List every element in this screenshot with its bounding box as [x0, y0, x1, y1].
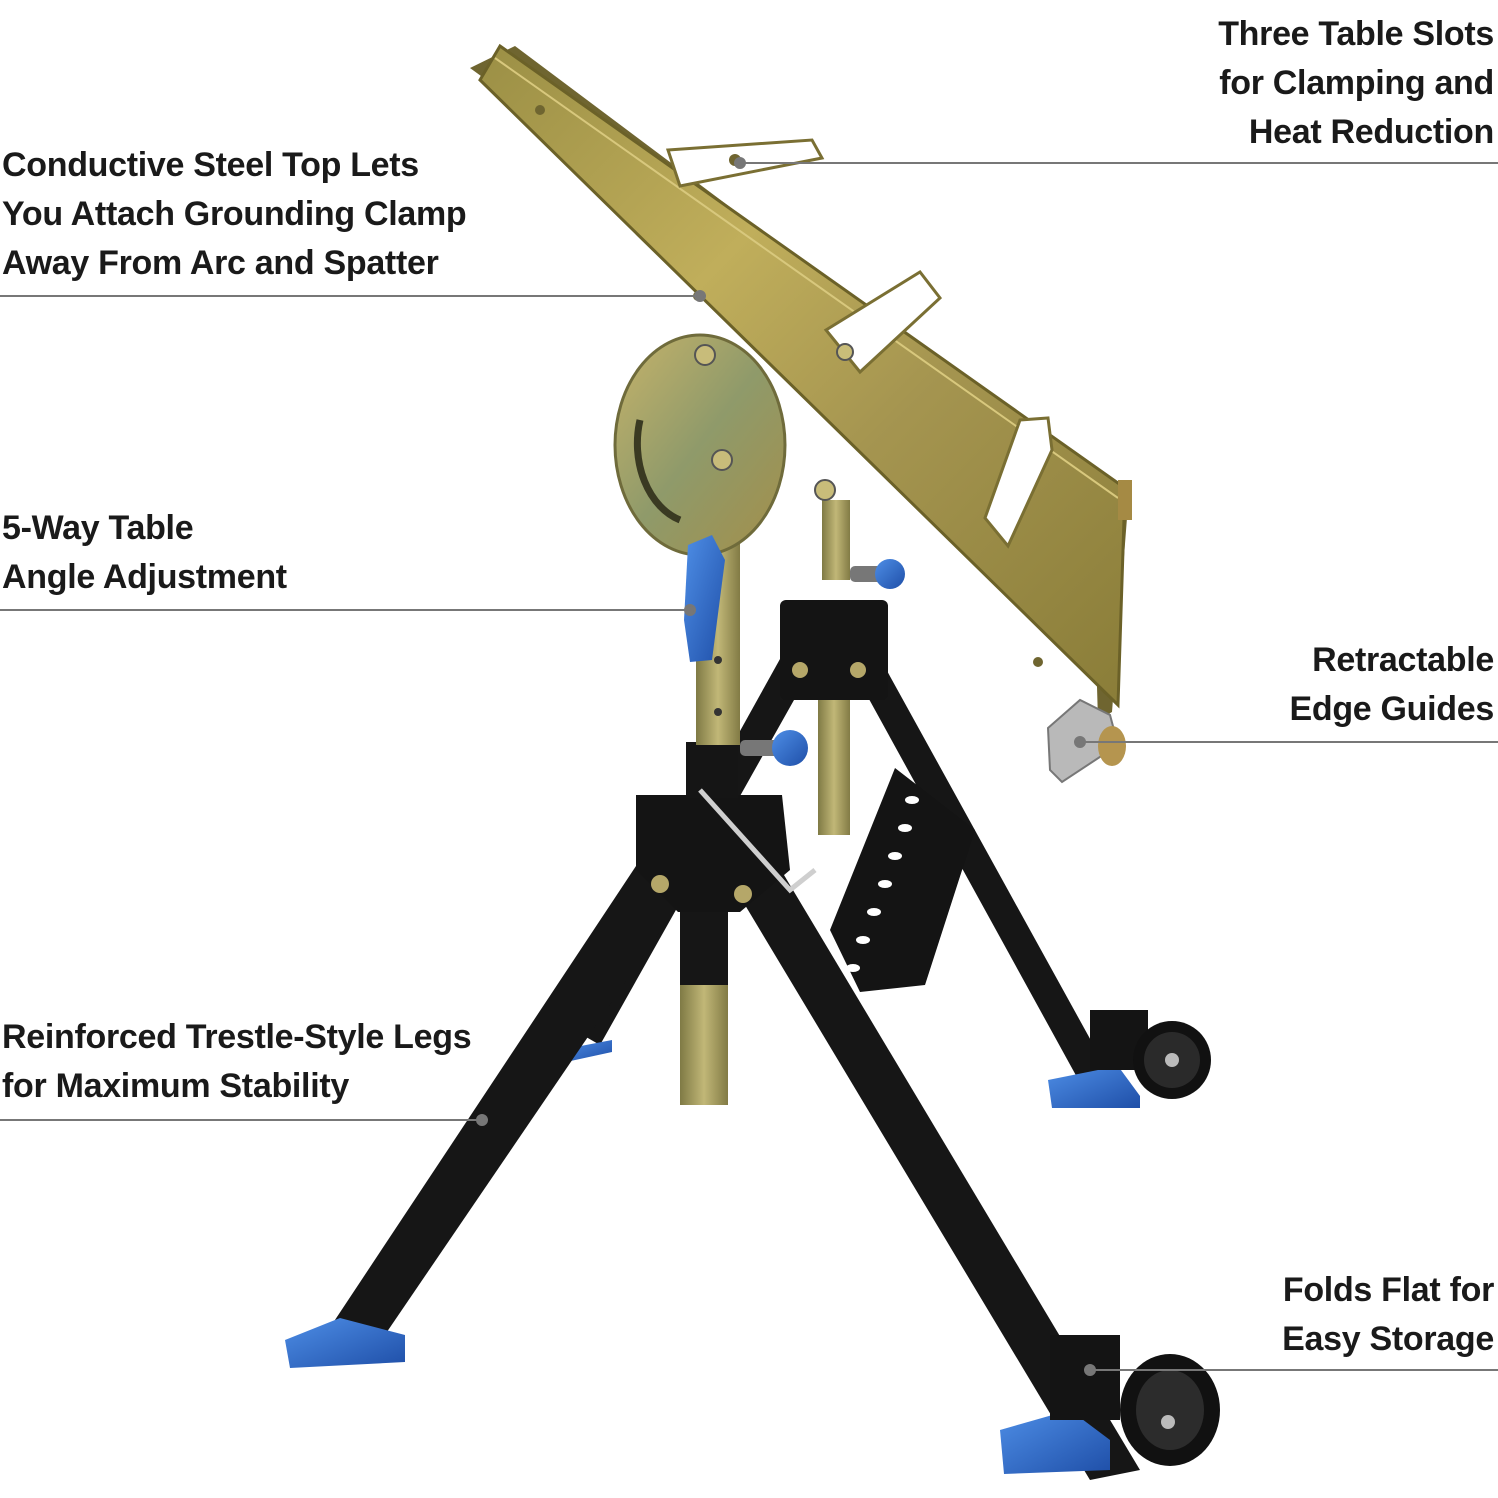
callout-line: Easy Storage [1282, 1320, 1494, 1358]
callout-line: You Attach Grounding Clamp [2, 195, 467, 233]
callout-line: Reinforced Trestle-Style Legs [2, 1018, 472, 1056]
cross-brace [830, 768, 975, 992]
callout-steel-top: Conductive Steel Top Lets You Attach Gro… [2, 141, 467, 288]
callout-line: Retractable [1312, 641, 1494, 679]
callout-line: 5-Way Table [2, 509, 194, 547]
steel-tabletop [470, 43, 1132, 784]
tilt-mechanism [613, 333, 850, 745]
callout-edge-guides: Retractable Edge Guides [1289, 636, 1494, 734]
callout-line: for Clamping and [1219, 64, 1494, 102]
callout-line: Folds Flat for [1282, 1271, 1494, 1309]
table-slot-3 [983, 416, 1054, 549]
callout-line: Edge Guides [1289, 690, 1494, 728]
callout-line: Heat Reduction [1248, 113, 1494, 151]
callout-folds-flat: Folds Flat for Easy Storage [1282, 1266, 1494, 1364]
callout-legs: Reinforced Trestle-Style Legs for Maximu… [2, 1013, 472, 1111]
callout-line: Away From Arc and Spatter [2, 244, 439, 282]
callout-table-slots: Three Table Slots for Clamping and Heat … [1218, 10, 1494, 157]
callout-line: Conductive Steel Top Lets [2, 146, 419, 184]
callout-line: for Maximum Stability [2, 1067, 349, 1105]
callout-leaders [0, 157, 1498, 1376]
callout-angle-adjust: 5-Way Table Angle Adjustment [2, 504, 287, 602]
callout-line: Angle Adjustment [2, 558, 287, 596]
front-leg-assembly [285, 730, 1220, 1480]
callout-line: Three Table Slots [1218, 15, 1494, 53]
